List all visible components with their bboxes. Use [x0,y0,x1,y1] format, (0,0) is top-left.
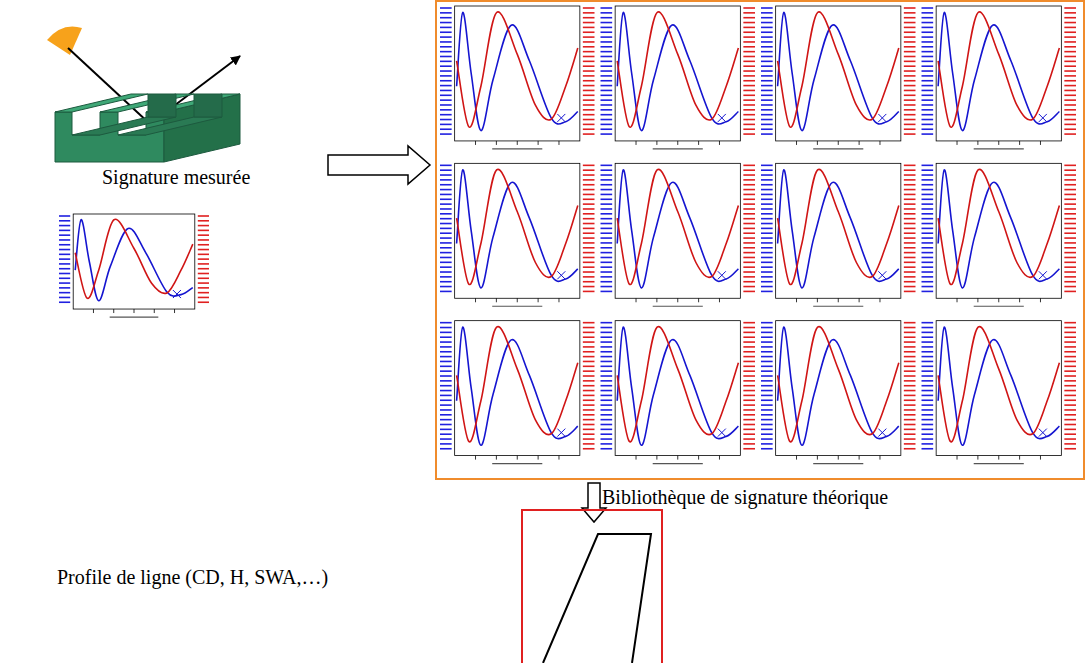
light-source [47,27,82,56]
flow-arrow [328,146,430,184]
line-profile-trapezoid [543,534,651,663]
library-box: Bibliothèque de signature théorique [435,0,1085,480]
profile-box [522,510,662,663]
theoretical-signature-charts [437,2,1083,478]
caption-label: Profile de ligne (CD, H, SWA,…) [57,566,328,589]
library-heading: Bibliothèque de signature théorique [602,486,888,509]
measured-signature-chart [59,214,209,317]
caption-label: Signature mesurée [102,166,250,189]
grating [55,94,240,162]
